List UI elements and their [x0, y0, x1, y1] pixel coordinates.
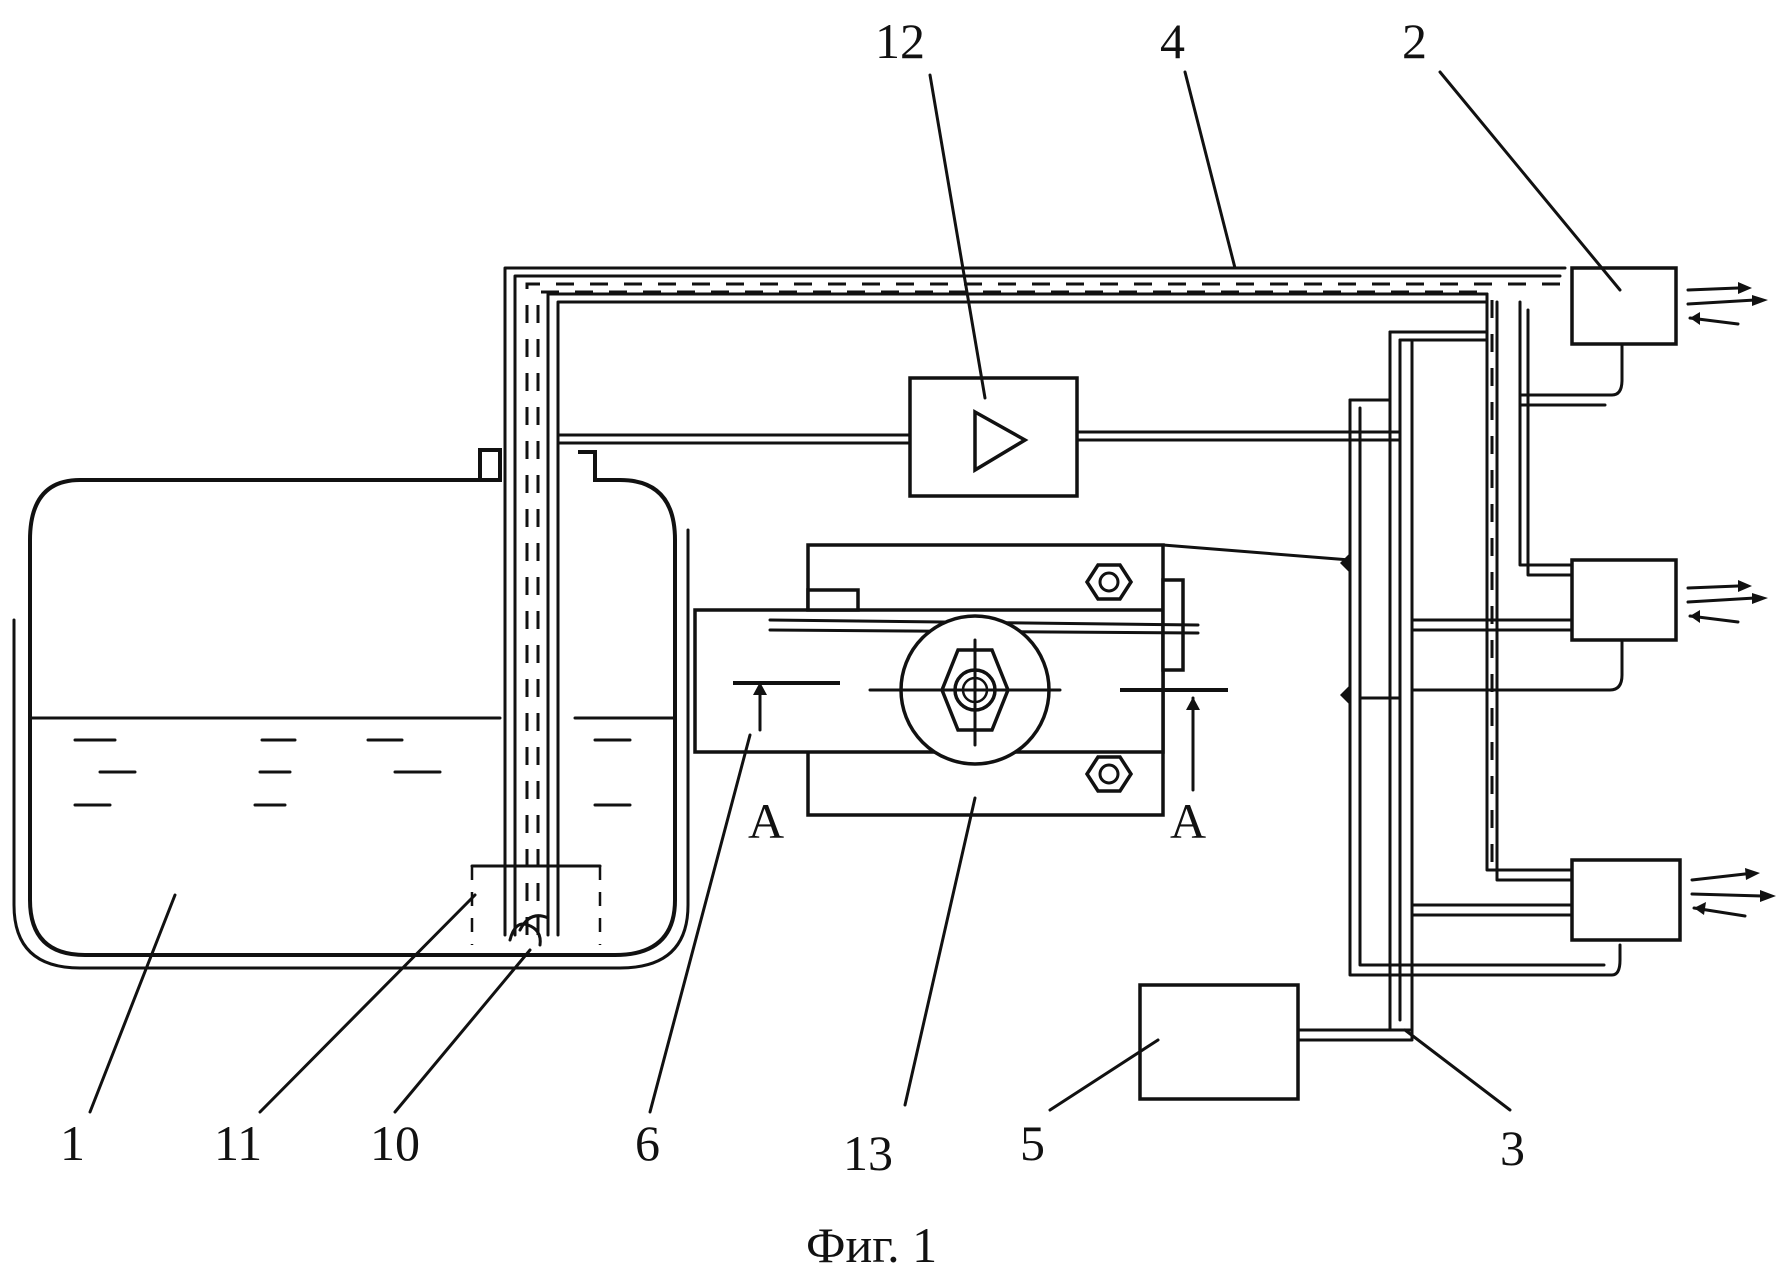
label-12: 12: [875, 13, 925, 69]
label-2: 2: [1402, 13, 1427, 69]
label-3: 3: [1500, 1120, 1525, 1176]
label-6: 6: [635, 1115, 660, 1171]
part-labels: 12 4 2 1 11 10 6 13 5 3 A A: [60, 13, 1525, 1181]
tank: [14, 450, 688, 968]
label-13: 13: [843, 1125, 893, 1181]
label-5: 5: [1020, 1115, 1045, 1171]
section-label-a-right: A: [1170, 793, 1206, 849]
label-11: 11: [214, 1115, 262, 1171]
figure-caption: Фиг. 1: [806, 1217, 937, 1273]
filter-cup: [472, 866, 600, 945]
label-1: 1: [60, 1115, 85, 1171]
sensor-assembly: [695, 545, 1350, 815]
label-4: 4: [1160, 13, 1185, 69]
amplifier-block: [910, 378, 1077, 496]
label-10: 10: [370, 1115, 420, 1171]
actuator-top: [1572, 268, 1768, 344]
section-label-a-left: A: [748, 793, 784, 849]
actuator-middle: [1572, 560, 1768, 640]
actuator-bottom: [1572, 860, 1776, 940]
control-unit-block: [1140, 985, 1298, 1099]
